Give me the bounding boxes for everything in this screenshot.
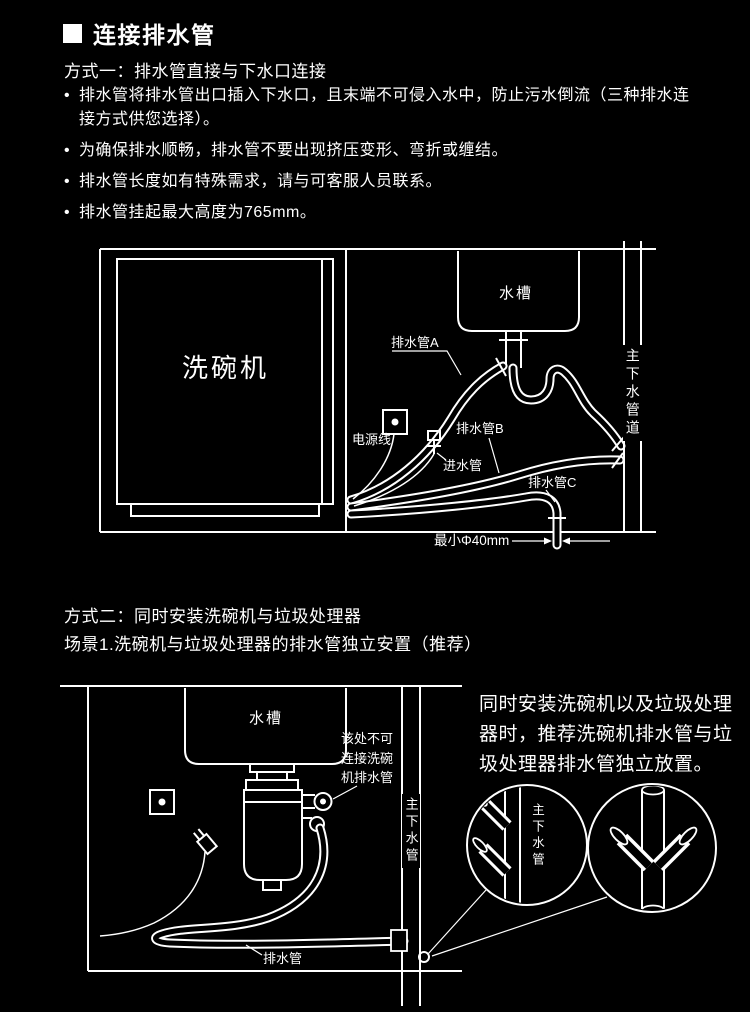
method1-bullet-list: • 排水管将排水管出口插入下水口，且末端不可侵入水中，防止污水倒流（三种排水连接…: [64, 84, 696, 232]
power-cord: [352, 433, 395, 500]
main-drain-label: 主下水管道: [623, 345, 642, 441]
method2-note: 同时安装洗碗机以及垃圾处理器时，推荐洗碗机排水管与垃圾处理器排水管独立放置。: [479, 694, 733, 776]
bullet-item: • 排水管挂起最大高度为765mm。: [64, 201, 696, 225]
power-cord: [99, 851, 206, 937]
connection-marker: [418, 951, 430, 963]
diameter-dimension: [512, 537, 610, 545]
zoom-circle-1: [466, 784, 588, 906]
drain-hose-label: 排水管: [263, 951, 303, 966]
dishwasher-outline: [116, 258, 334, 517]
drain-hose-b: [346, 452, 625, 512]
sink-basin: [457, 251, 580, 368]
bullet-text: 排水管长度如有特殊需求，请与可客服人员联系。: [79, 173, 443, 190]
section-marker-icon: [63, 23, 82, 43]
drain-hose-c: [346, 491, 566, 550]
drain-hose-a-label: 排水管A: [391, 335, 439, 350]
bullet-item: • 为确保排水顺畅，排水管不要出现挤压变形、弯折或缠结。: [64, 139, 696, 163]
bullet-text: 排水管将排水管出口插入下水口，且末端不可侵入水中，防止污水倒流（三种排水连接方式…: [79, 87, 690, 128]
warning-label: 该处不可 连接洗碗 机排水管: [341, 731, 394, 785]
bullet-marker: •: [64, 87, 71, 104]
drain-hose: [151, 823, 409, 949]
bullet-text: 为确保排水顺畅，排水管不要出现挤压变形、弯折或缠结。: [79, 142, 509, 159]
disposal-inlet-cap: [302, 792, 333, 832]
method1-diagram: 洗碗机 水槽 排水管A 电源线 排水管B 进水管 排水管C 最小Φ40mm 主下…: [0, 232, 750, 577]
cabinet-structure: [99, 248, 656, 533]
inlet-hose: [353, 453, 435, 507]
method2-heading: 方式二：同时安装洗碗机与垃圾处理器: [64, 607, 362, 626]
power-outlet: [149, 789, 175, 815]
sink-trap-pipe: [508, 363, 626, 452]
power-cord-label: 电源线: [352, 432, 392, 447]
zoom-main-drain-label: 主下水管: [530, 803, 544, 869]
hose-connector: [390, 929, 408, 952]
power-plug: [193, 828, 219, 856]
method1-diagram-svg: [99, 241, 656, 550]
bullet-marker: •: [64, 204, 71, 221]
bullet-text: 排水管挂起最大高度为765mm。: [79, 204, 317, 221]
power-outlet: [382, 409, 408, 435]
main-drain-label: 主下水管: [402, 794, 420, 868]
drain-hose-b-label: 排水管B: [456, 421, 504, 436]
method2-scenario: 场景1.洗碗机与垃圾处理器的排水管独立安置（推荐）: [64, 635, 482, 654]
bullet-marker: •: [64, 142, 71, 159]
inlet-hose-label: 进水管: [443, 458, 483, 473]
drain-hose-c-label: 排水管C: [528, 475, 577, 490]
drain-hose-a: [346, 357, 508, 505]
inlet-valve: [427, 430, 441, 454]
method1-heading: 方式一：排水管直接与下水口连接: [64, 62, 327, 81]
garbage-disposal: [243, 763, 303, 891]
page-title: 连接排水管: [93, 22, 216, 48]
callout-lines: [245, 785, 608, 957]
label-leaders: [392, 350, 556, 503]
method2-diagram-svg: [60, 685, 717, 1006]
bullet-item: • 排水管将排水管出口插入下水口，且末端不可侵入水中，防止污水倒流（三种排水连接…: [64, 84, 696, 132]
sink-label: 水槽: [499, 285, 534, 302]
method2-diagram: 水槽 该处不可 连接洗碗 机排水管 主下水管 排水管 主下水管 同时安装洗碗机以…: [0, 668, 750, 1012]
page-header: 连接排水管: [63, 16, 216, 50]
bullet-marker: •: [64, 173, 71, 190]
dishwasher-label: 洗碗机: [182, 353, 270, 383]
bullet-item: • 排水管长度如有特殊需求，请与可客服人员联系。: [64, 170, 696, 194]
sink-label: 水槽: [249, 710, 284, 727]
min-diameter-label: 最小Φ40mm: [434, 533, 510, 548]
counter-and-floor: [60, 685, 462, 972]
zoom-circle-2: [587, 783, 717, 913]
